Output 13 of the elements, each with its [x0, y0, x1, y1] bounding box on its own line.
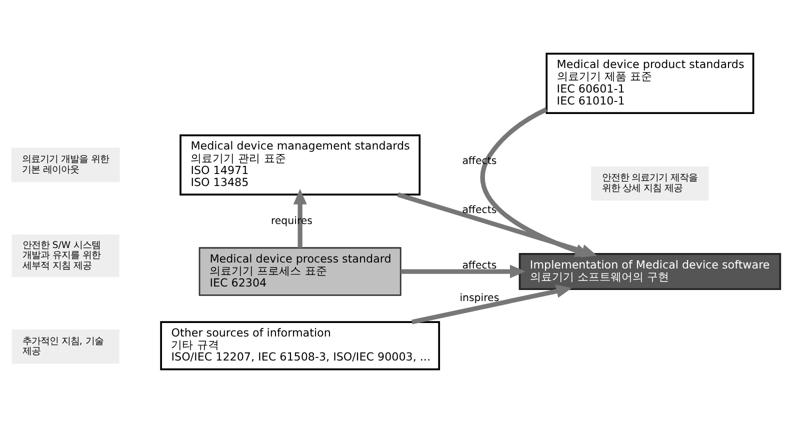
node-box: Medical device process standard 의료기기 프로세스 표준 IEC 62304 — [198, 247, 402, 296]
edge-label: affects — [462, 156, 497, 167]
arrow — [293, 188, 307, 248]
node-box: Implementation of Medical device software 의료기기 소프트웨어의 구현 — [518, 252, 782, 290]
edge-label: requires — [270, 216, 312, 227]
node-box: Medical device management standards 의료기기 관리 표준 ISO 14971 ISO 13485 — [180, 134, 421, 196]
node-box: Medical device product standards 의료기기 제품 표준 IEC 60601-1 IEC 61010-1 — [546, 52, 754, 114]
edge-label: inspires — [460, 292, 500, 304]
arrow — [400, 264, 526, 278]
arrow — [412, 284, 572, 324]
edge-label: affects — [462, 260, 497, 272]
node-box: Other sources of information 기타 규격 ISO/IEC 12207, IEC 61508-3, ISO/IEC 90003, ... — [160, 321, 440, 370]
edge-label: affects — [462, 204, 497, 216]
